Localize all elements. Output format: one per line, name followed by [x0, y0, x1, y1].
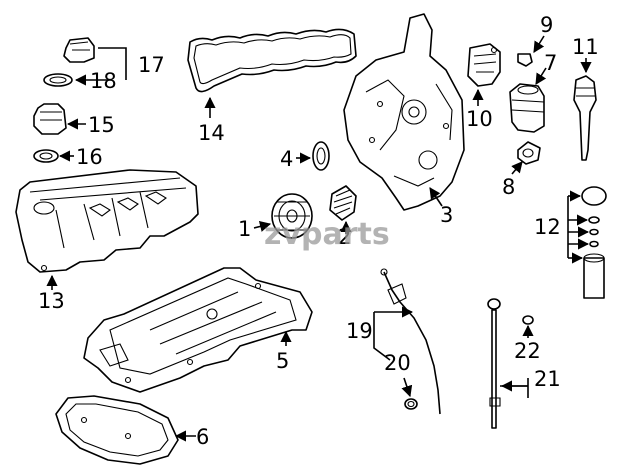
- callout-19-bracket: [373, 312, 391, 361]
- callout-1-leader: [253, 221, 272, 232]
- callout-11[interactable]: 11: [572, 35, 599, 59]
- callout-8-leader: [511, 161, 523, 175]
- callout-10[interactable]: 10: [466, 107, 493, 131]
- callout-19[interactable]: 19: [346, 319, 373, 343]
- callout-20-leader: [401, 377, 413, 398]
- breather-housing-part[interactable]: [33, 103, 67, 135]
- crankshaft-pulley-part[interactable]: [271, 193, 313, 239]
- oil-filter-housing-part[interactable]: [509, 83, 545, 133]
- dipstick-part[interactable]: [487, 298, 501, 429]
- callout-3[interactable]: 3: [440, 203, 453, 227]
- callout-9[interactable]: 9: [540, 13, 553, 37]
- lower-oil-pan-part[interactable]: [55, 395, 179, 465]
- valve-cover-gasket-part[interactable]: [187, 28, 357, 93]
- filter-kit-part[interactable]: [581, 186, 607, 299]
- callout-14[interactable]: 14: [198, 121, 225, 145]
- callout-4[interactable]: 4: [280, 147, 293, 171]
- small-cap-part[interactable]: [517, 53, 533, 67]
- callout-8[interactable]: 8: [502, 175, 515, 199]
- callout-21-bracket: [500, 378, 529, 398]
- dipstick-tube-part[interactable]: [380, 268, 441, 415]
- callout-13[interactable]: 13: [38, 289, 65, 313]
- callout-17[interactable]: 17: [138, 53, 165, 77]
- callout-18[interactable]: 18: [90, 69, 117, 93]
- intake-manifold-part[interactable]: [15, 169, 199, 273]
- callout-20[interactable]: 20: [384, 351, 411, 375]
- dipstick-tube-seal-part[interactable]: [404, 398, 418, 410]
- callout-21[interactable]: 21: [534, 367, 561, 391]
- callout-15[interactable]: 15: [88, 113, 115, 137]
- callout-9-leader: [533, 35, 545, 53]
- breather-seal-part[interactable]: [33, 149, 59, 163]
- callout-16[interactable]: 16: [76, 145, 103, 169]
- callout-3-leader: [429, 187, 443, 207]
- callout-12[interactable]: 12: [534, 215, 561, 239]
- filler-cap-seal-part[interactable]: [43, 73, 73, 87]
- timing-cover-part[interactable]: [343, 13, 465, 211]
- callout-6[interactable]: 6: [196, 425, 209, 449]
- upper-oil-pan-part[interactable]: [83, 267, 313, 393]
- front-seal-part[interactable]: [312, 141, 330, 171]
- callout-7-leader: [535, 67, 547, 85]
- oil-filler-cap-part[interactable]: [63, 37, 95, 63]
- callout-1[interactable]: 1: [238, 217, 251, 241]
- oil-filter-element-part[interactable]: [573, 75, 597, 161]
- filter-housing-bracket-part[interactable]: [467, 43, 501, 87]
- housing-seal-part[interactable]: [517, 141, 541, 165]
- watermark-logo: zvparts: [264, 217, 390, 252]
- callout-2[interactable]: 2: [338, 225, 351, 249]
- pulley-spacer-part[interactable]: [329, 185, 357, 221]
- callout-7[interactable]: 7: [544, 51, 557, 75]
- callout-22[interactable]: 22: [514, 339, 541, 363]
- dipstick-seal-part[interactable]: [522, 315, 534, 325]
- callout-17-bracket: [98, 47, 127, 80]
- callout-5[interactable]: 5: [276, 349, 289, 373]
